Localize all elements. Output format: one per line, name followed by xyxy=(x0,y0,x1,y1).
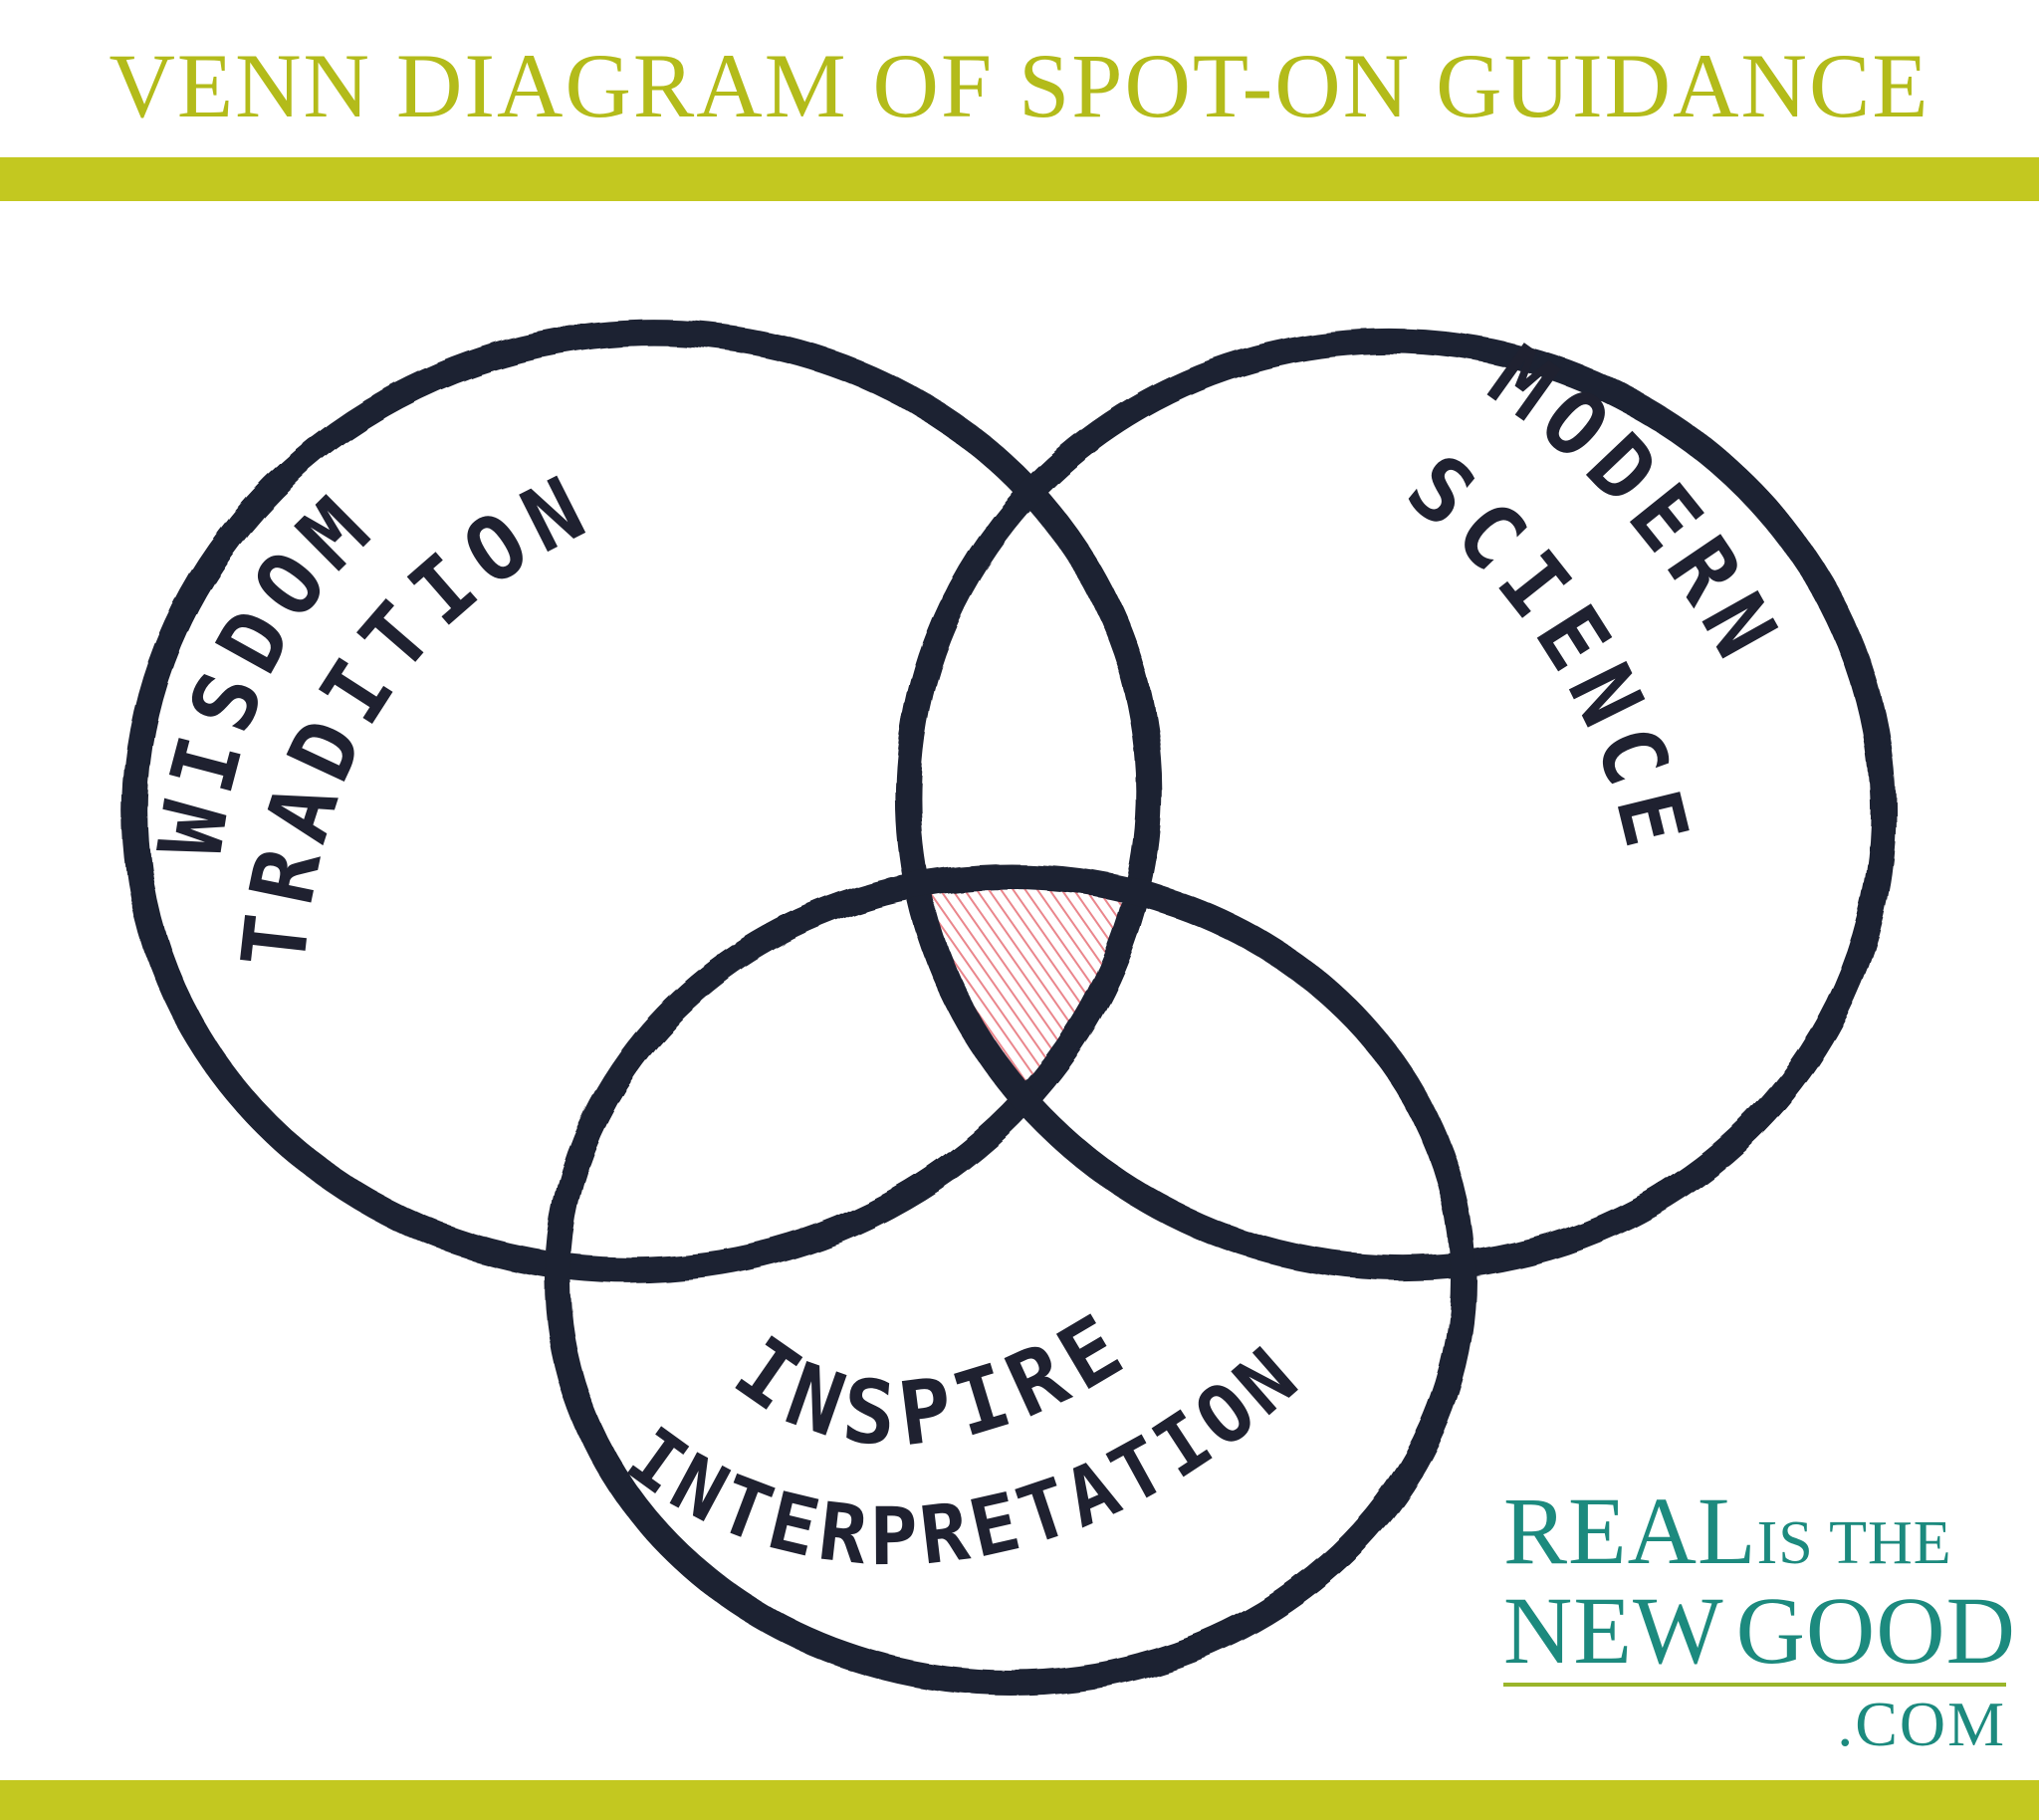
logo-word-new: NEW xyxy=(1503,1577,1724,1684)
logo-dot-com: .COM xyxy=(1837,1689,2006,1759)
label-tradition: TRADITION xyxy=(222,453,608,973)
logo-word-is-the: IS THE xyxy=(1756,1509,1952,1577)
logo-word-good: GOOD xyxy=(1735,1577,2016,1684)
circle-modern-science xyxy=(895,328,1897,1281)
page-title: VENN DIAGRAM OF SPOT-ON GUIDANCE xyxy=(109,35,1930,136)
circle-inspired-interpretation xyxy=(545,863,1476,1696)
logo-line-1: REALIS THE xyxy=(1503,1483,1952,1579)
bottom-divider-bar xyxy=(0,1780,2039,1820)
top-divider-bar xyxy=(0,157,2039,201)
circle-wisdom-tradition xyxy=(121,320,1163,1283)
logo-word-real: REAL xyxy=(1503,1478,1757,1584)
logo-underline xyxy=(1503,1683,2006,1687)
